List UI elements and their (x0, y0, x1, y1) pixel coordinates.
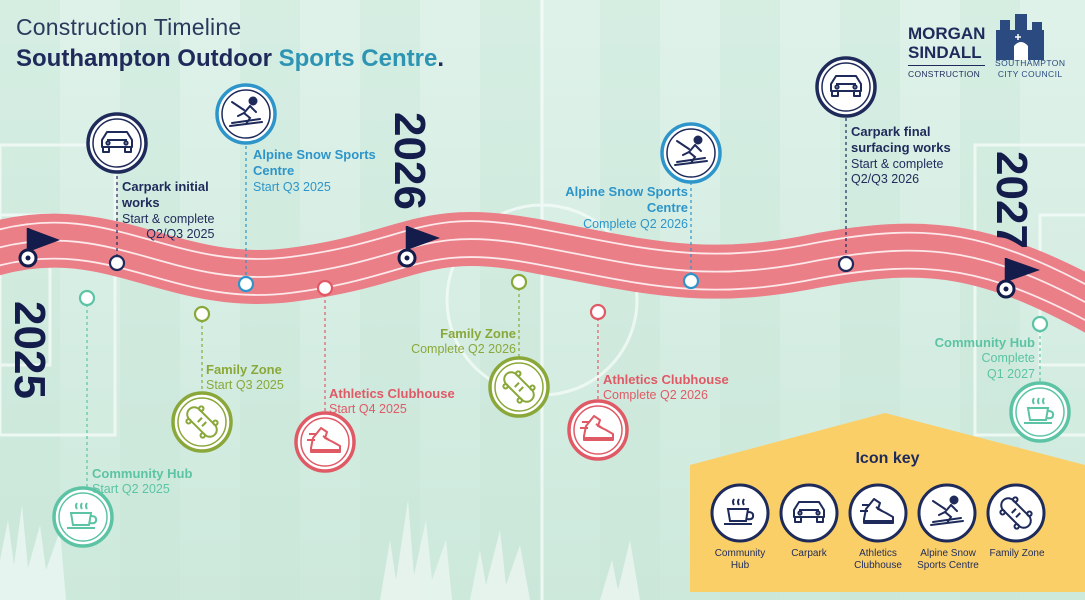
milestone-alpine-start: Alpine Snow Sports Centre Start Q3 2025 (253, 147, 376, 195)
timeline-subtitle: Construction Timeline (16, 14, 242, 40)
title-part-accent: Sports Centre (278, 45, 438, 72)
skier-icon (215, 83, 277, 145)
milestone-date: Start Q4 2025 (329, 402, 407, 417)
milestone-name: Community Hub (92, 466, 193, 481)
milestone-name: Centre (646, 200, 688, 216)
skateboard-icon (488, 356, 550, 418)
milestone-athletics-start: Athletics Clubhouse Start Q4 2025 (329, 386, 455, 418)
car-icon (815, 56, 877, 118)
logo-text-city-council: CITY COUNCIL (997, 69, 1063, 79)
year-flags (18, 226, 1040, 299)
key-label-carpark: Carpark (773, 548, 845, 560)
key-label-line: Community (714, 548, 766, 559)
logo-text-southampton: SOUTHAMPTON (995, 58, 1066, 68)
key-label-line: Alpine Snow (920, 548, 976, 559)
year-label-2027: 2027 (986, 151, 1036, 249)
page-title: Southampton Outdoor Sports Centre. (16, 45, 444, 73)
key-label-athletics: Athletics Clubhouse (842, 548, 914, 572)
icon-key-badges (710, 483, 1046, 543)
title-part-1: Southampton Outdoor (16, 45, 279, 72)
grass (0, 500, 640, 600)
milestone-family-zone-complete: Family Zone Complete Q2 2026 (411, 326, 516, 358)
milestone-family-zone-start: Family Zone Start Q3 2025 (206, 362, 284, 394)
key-label-alpine: Alpine Snow Sports Centre (912, 548, 984, 572)
running-shoe-icon (567, 399, 629, 461)
milestone-date: Start Q3 2025 (253, 179, 331, 194)
milestone-date: Complete (981, 351, 1036, 366)
coffee-cup-icon (52, 486, 114, 548)
skateboard-icon (986, 483, 1046, 543)
flag-icon (18, 228, 60, 268)
flag-icon (996, 258, 1040, 299)
icon-key-title: Icon key (855, 450, 920, 467)
key-label-line: Family Zone (989, 548, 1045, 559)
milestone-badges (52, 56, 1071, 548)
milestone-community-hub-complete: Community Hub Complete Q1 2027 (935, 335, 1035, 383)
milestone-name: Alpine Snow Sports (565, 184, 688, 199)
title-part-end: . (437, 45, 444, 72)
milestone-name: Athletics Clubhouse (329, 386, 455, 401)
coffee-cup-icon (710, 483, 770, 543)
milestone-name: Family Zone (206, 362, 282, 377)
milestone-date: Start & complete (851, 156, 944, 171)
running-shoe-icon (294, 411, 356, 473)
logo-text-morgan: MORGAN (908, 24, 986, 43)
milestone-date: Complete Q2 2026 (583, 216, 688, 231)
milestone-date: Start & complete (122, 211, 215, 226)
milestone-name: surfacing works (851, 140, 951, 156)
skateboard-icon (171, 391, 233, 453)
key-label-line: Athletics (859, 548, 897, 559)
milestone-name: Centre (253, 163, 295, 179)
logo-text-construction: CONSTRUCTION (908, 65, 986, 79)
milestone-date: Complete Q2 2026 (603, 388, 708, 403)
milestone-community-hub-start: Community Hub Start Q2 2025 (92, 466, 192, 498)
skier-icon (917, 483, 977, 543)
milestone-date: Complete Q2 2026 (411, 342, 516, 357)
milestone-athletics-complete: Athletics Clubhouse Complete Q2 2026 (603, 372, 729, 404)
milestone-name: Alpine Snow Sports (253, 147, 376, 162)
milestone-date: Q2/Q3 2025 (146, 227, 215, 242)
milestone-name: Carpark final (851, 124, 931, 139)
milestone-name: Family Zone (440, 326, 516, 341)
milestone-name: Athletics Clubhouse (603, 372, 729, 387)
logo-text-sindall: SINDALL (908, 43, 982, 62)
year-label-2025: 2025 (4, 301, 54, 399)
key-label-line: Sports Centre (917, 560, 979, 571)
key-label-line: Hub (730, 560, 750, 571)
key-label-family-zone: Family Zone (981, 548, 1053, 560)
council-logo (996, 14, 1044, 60)
connector-lines (86, 112, 1041, 490)
flag-icon (397, 226, 440, 268)
key-label-line: Carpark (791, 548, 827, 559)
milestone-date: Start Q2 2025 (92, 482, 170, 497)
milestone-carpark-initial: Carpark initial works Start & complete Q… (122, 179, 214, 243)
milestone-name: works (122, 195, 160, 211)
coffee-cup-icon (1009, 381, 1071, 443)
key-label-community-hub: Community Hub (704, 548, 776, 572)
milestone-carpark-final: Carpark final surfacing works Start & co… (851, 124, 951, 188)
running-shoe-icon (848, 483, 908, 543)
morgan-sindall-logo: MORGAN SINDALL CONSTRUCTION (908, 24, 986, 79)
milestone-name: Community Hub (934, 335, 1035, 350)
council-logo-text: SOUTHAMPTON CITY COUNCIL (995, 58, 1065, 80)
skier-icon (660, 122, 722, 184)
milestone-name: Carpark initial (122, 179, 209, 194)
milestone-alpine-complete: Alpine Snow Sports Centre Complete Q2 20… (565, 184, 688, 232)
track-lanes (0, 220, 1085, 322)
milestone-date: Q2/Q3 2026 (851, 172, 920, 187)
car-icon (779, 483, 839, 543)
key-label-line: Clubhouse (854, 560, 902, 571)
milestone-nodes (78, 254, 1049, 333)
car-icon (86, 112, 148, 174)
milestone-date: Start Q3 2025 (206, 378, 284, 393)
year-label-2026: 2026 (384, 112, 434, 210)
milestone-date: Q1 2027 (987, 366, 1035, 381)
